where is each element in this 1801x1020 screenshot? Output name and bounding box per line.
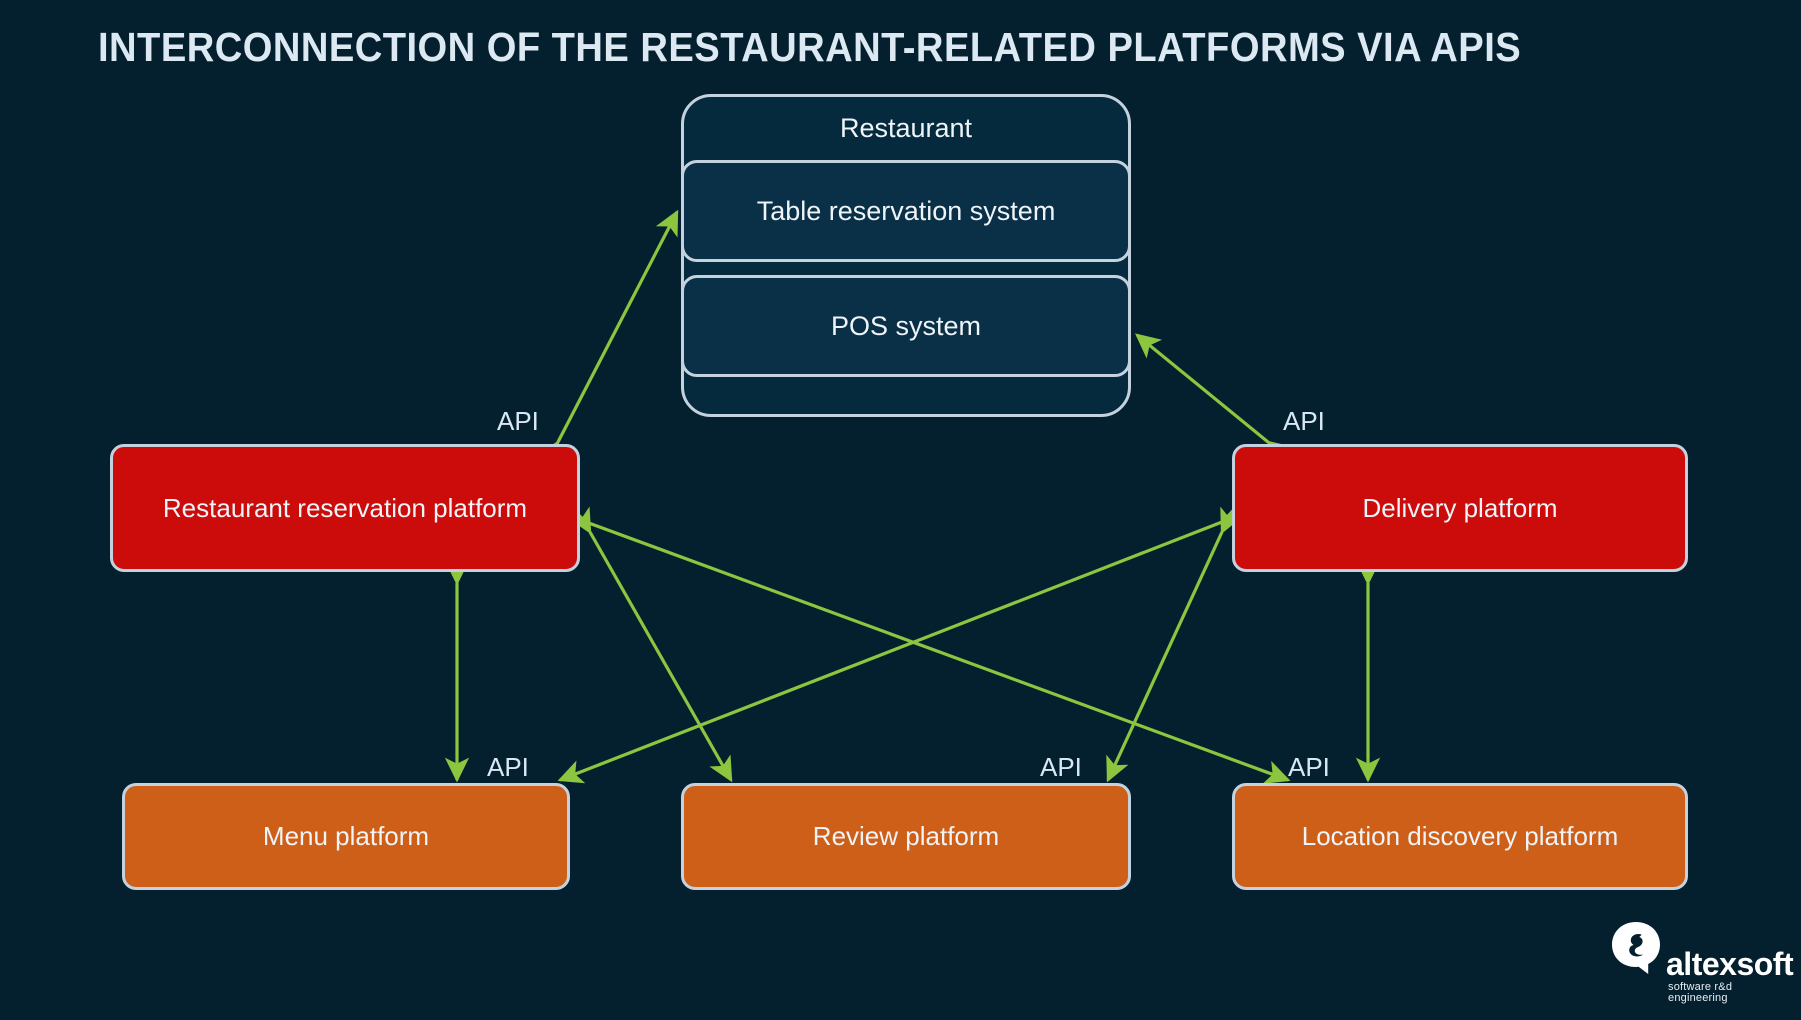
node-delivery-platform[interactable]: Delivery platform [1232,444,1688,572]
node-menu-platform[interactable]: Menu platform [122,783,570,890]
node-restaurant-reservation-platform[interactable]: Restaurant reservation platform [110,444,580,572]
link-delivery-to-review [1106,506,1243,783]
api-label-review: API [1040,752,1082,782]
speech-bubble-icon [1612,922,1660,974]
logo-wordmark: altexsoft [1666,946,1794,982]
node-location-discovery-platform[interactable]: Location discovery platform [1232,783,1688,890]
link-reservation-to-location [560,502,1291,784]
node-review-platform-label: Review platform [812,821,1000,851]
node-pos-system-label: POS system [830,310,982,341]
node-restaurant-reservation-platform-label: Restaurant reservation platform [162,492,528,523]
node-delivery-platform-label: Delivery platform [1362,492,1558,523]
node-review-platform[interactable]: Review platform [681,783,1131,890]
api-label-location: API [1288,752,1330,782]
altexsoft-logo: altexsoft software r&d engineering [1608,920,1794,1004]
api-label-menu: API [487,752,529,782]
node-pos-system[interactable]: POS system [681,275,1131,377]
logo-tagline: software r&d engineering [1668,981,1733,1004]
api-label-table-reservation: API [497,406,539,436]
link-reservation-to-table [536,209,679,468]
node-location-discovery-platform-label: Location discovery platform [1301,821,1619,851]
node-table-reservation-system[interactable]: Table reservation system [681,160,1131,262]
node-table-reservation-system-label: Table reservation system [756,195,1056,226]
api-label-pos: API [1283,406,1325,436]
node-menu-platform-label: Menu platform [262,821,430,851]
link-delivery-to-pos [1135,333,1294,466]
restaurant-group-label: Restaurant [839,113,973,143]
page-title: INTERCONNECTION OF THE RESTAURANT-RELATE… [98,24,1522,70]
